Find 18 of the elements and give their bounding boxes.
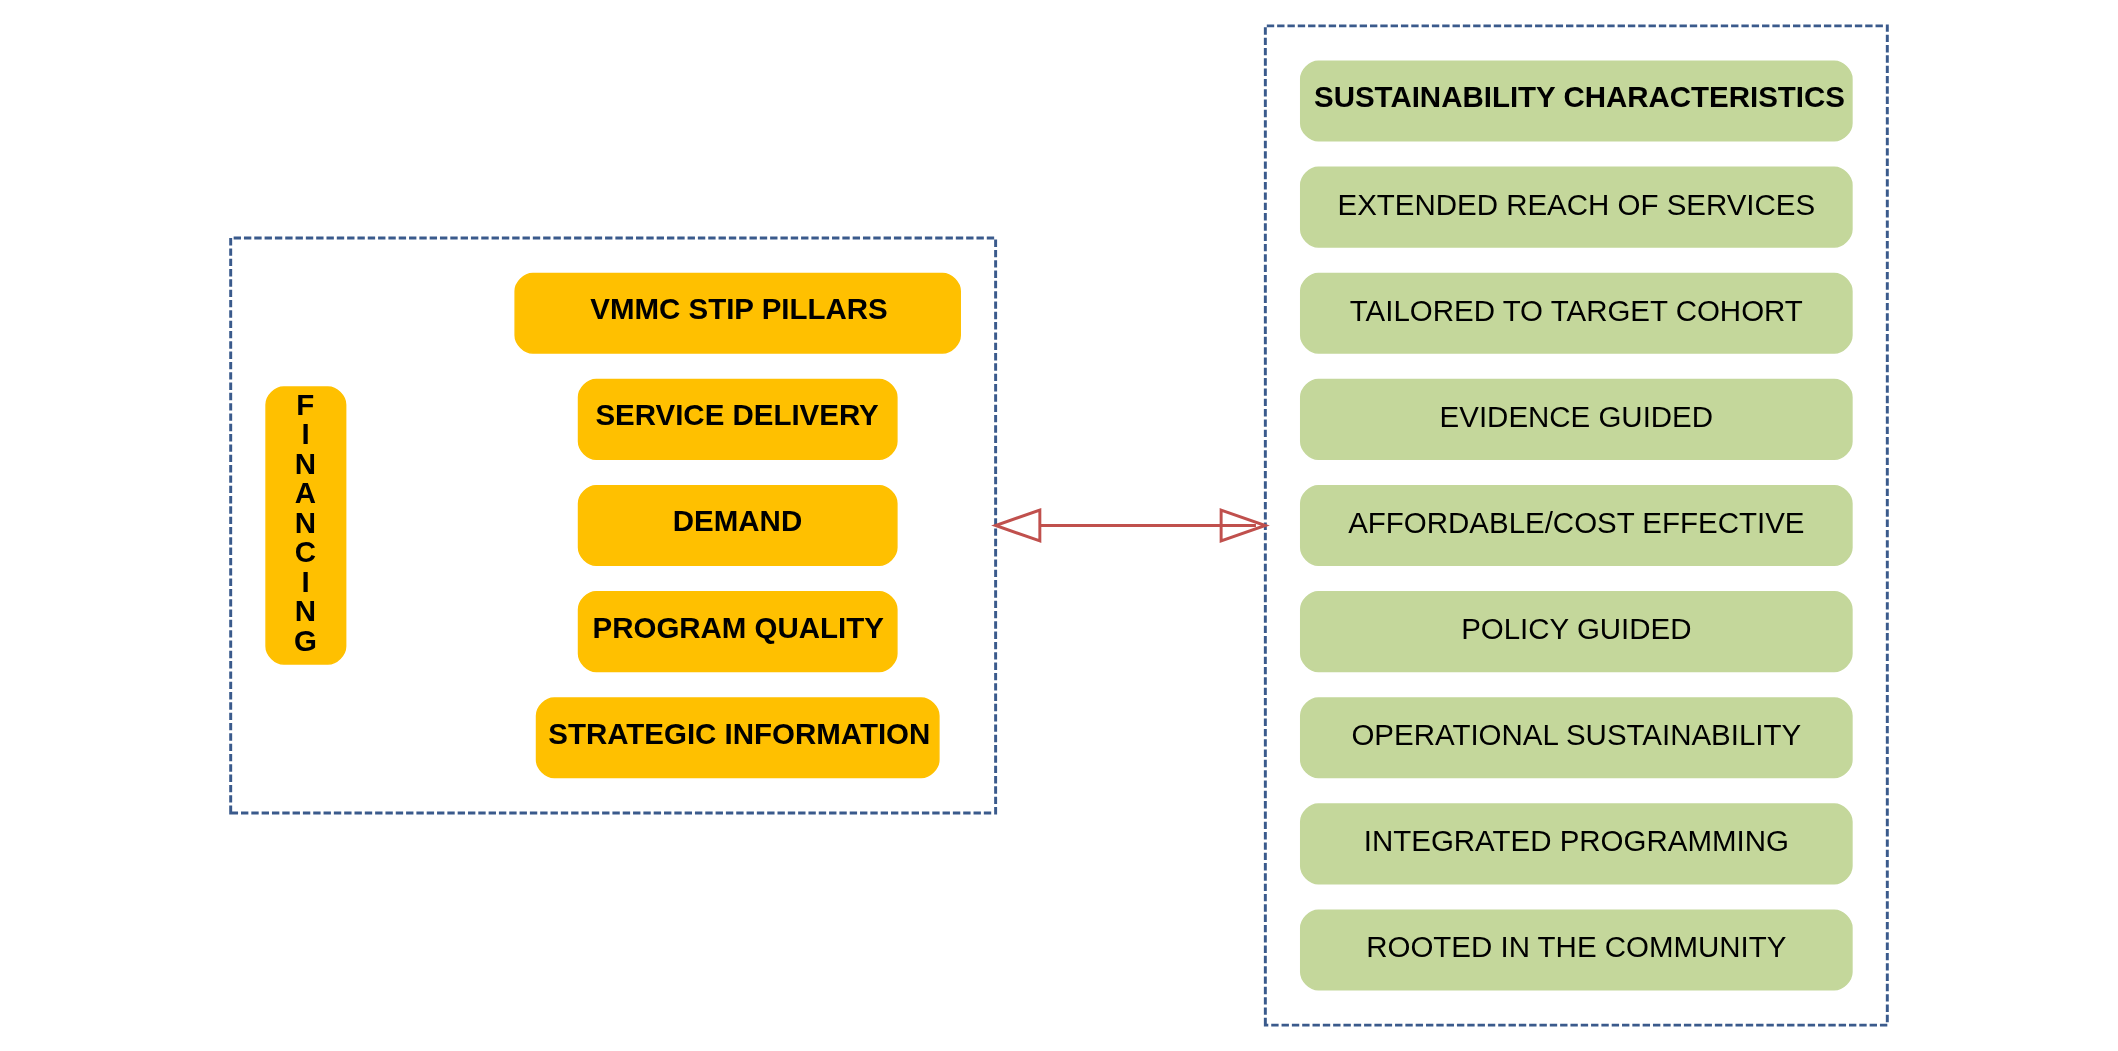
arrow	[991, 507, 1270, 544]
node-box: VMMC STIP PILLARS	[514, 272, 961, 354]
node-box: POLICY GUIDED	[1299, 591, 1853, 673]
node-box: TAILORED TO TARGET COHORT	[1299, 272, 1853, 354]
node-box: INTEGRATED PROGRAMMING	[1299, 803, 1853, 885]
node-box: FINANCING	[265, 386, 347, 665]
cluster	[1263, 24, 1889, 1027]
cluster	[229, 236, 998, 815]
node-box: EXTENDED REACH OF SERVICES	[1299, 166, 1853, 248]
node-box: OPERATIONAL SUSTAINABILITY	[1299, 697, 1853, 779]
node-box: ROOTED IN THE COMMUNITY	[1299, 909, 1853, 991]
node-box: DEMAND	[577, 484, 898, 567]
node-box: SERVICE DELIVERY	[577, 378, 898, 460]
node-box: PROGRAM QUALITY	[577, 591, 898, 673]
node-box: STRATEGIC INFORMATION	[535, 697, 940, 779]
node-box: SUSTAINABILITY CHARACTERISTICS	[1299, 60, 1853, 142]
node-box: AFFORDABLE/COST EFFECTIVE	[1299, 484, 1853, 567]
node-box: EVIDENCE GUIDED	[1299, 378, 1853, 460]
